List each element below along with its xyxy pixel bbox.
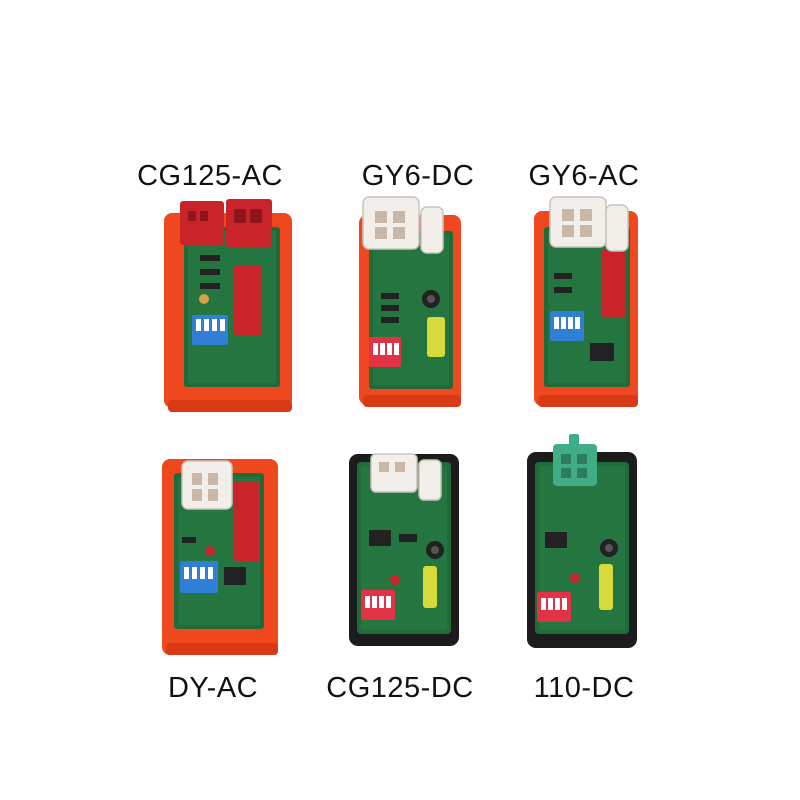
cdi-unit-cg125-dc — [345, 450, 463, 650]
cdi-unit-cg125-ac — [164, 195, 296, 415]
cdi-unit-dy-ac — [160, 455, 282, 660]
label-dy-ac: DY-AC — [167, 672, 259, 704]
label-gy6-ac: GY6-AC — [528, 160, 640, 192]
label-110-dc: 110-DC — [533, 672, 635, 704]
label-gy6-dc: GY6-DC — [361, 160, 475, 192]
cdi-unit-gy6-dc — [355, 195, 465, 410]
cdi-unit-gy6-ac — [530, 193, 642, 413]
label-cg125-dc: CG125-DC — [326, 672, 474, 704]
cdi-unit-110-dc — [523, 432, 641, 652]
label-cg125-ac: CG125-AC — [137, 160, 283, 192]
